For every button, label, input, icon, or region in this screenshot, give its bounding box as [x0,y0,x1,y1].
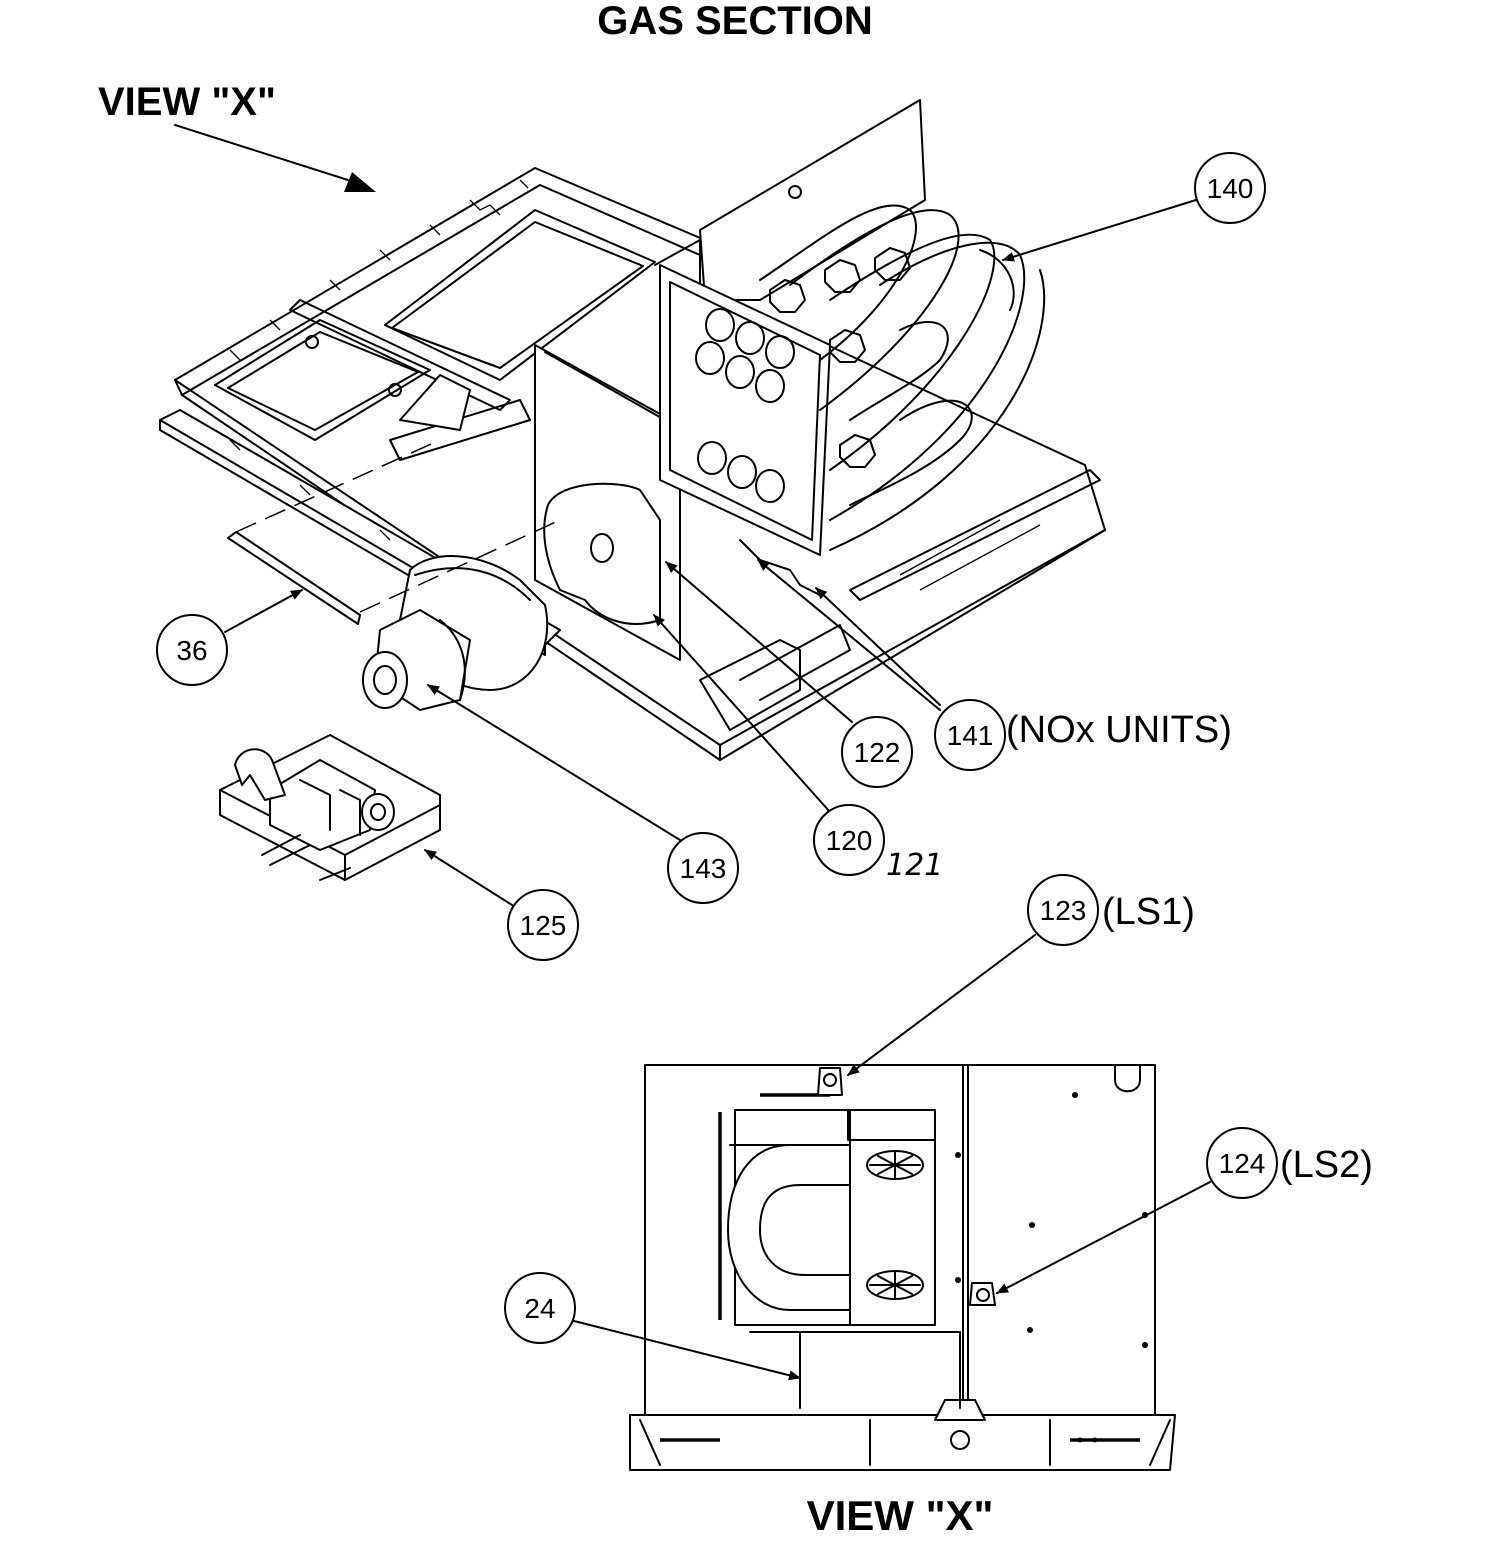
callout-123-note: (LS1) [1102,891,1195,933]
callout-125-number: 125 [520,910,567,941]
callout-140: 140 [1194,152,1266,224]
callout-120: 120 121 [813,804,943,883]
callout-36-number: 36 [176,635,207,666]
diagram-title: GAS SECTION [597,0,873,43]
callout-123: 123 (LS1) [1027,874,1195,946]
callout-141-note: (NOx UNITS) [1006,709,1232,751]
gas-section-unit-drawing [159,99,1106,761]
callout-140-number: 140 [1207,173,1254,204]
view-x-label-top: VIEW "X" [98,80,276,124]
callout-122-number: 122 [854,737,901,768]
callout-143-number: 143 [680,853,727,884]
callout-120-number: 120 [826,825,873,856]
callout-143: 143 [667,832,739,904]
callout-123-number: 123 [1040,895,1087,926]
callout-36: 36 [156,614,228,686]
callout-141: 141 (NOx UNITS) [934,699,1232,771]
projection-lines [235,439,561,613]
callout-141-number: 141 [947,720,994,751]
view-x-label-bottom: VIEW "X" [807,1492,994,1539]
callout-124-number: 124 [1219,1148,1266,1179]
leader-lines [224,199,1211,1381]
view-x-elevation-drawing [629,1064,1176,1471]
callout-122: 122 [841,716,913,788]
callout-125: 125 [507,889,579,961]
callout-124-note: (LS2) [1280,1144,1373,1186]
gas-valve-assembly-drawing [219,734,441,881]
callout-24: 24 [504,1272,576,1344]
callout-124: 124 (LS2) [1206,1127,1373,1199]
view-direction-arrow [174,124,376,192]
callout-24-number: 24 [524,1293,555,1324]
callout-120-handwritten-note: 121 [886,848,943,883]
